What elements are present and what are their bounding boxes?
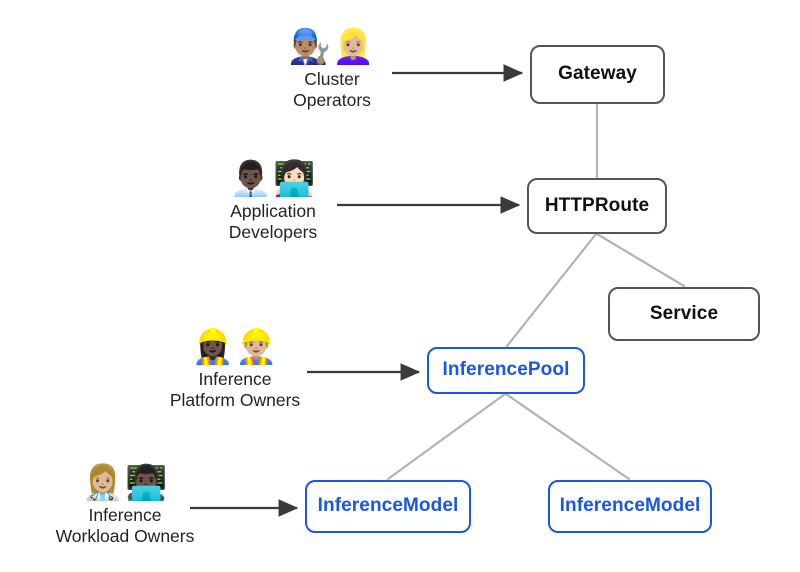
cluster-operators-icon: 👨🏽‍🔧👱🏼‍♀️ [288,27,376,67]
node-httproute-label: HTTPRoute [544,194,650,216]
persona-inference-workload-owners: 👩🏼‍⚕️👨🏿‍💻 Inference Workload Owners [55,463,195,548]
persona-inference-workload-owners-line1: Inference [88,504,162,525]
node-httproute[interactable]: HTTPRoute [527,178,667,234]
application-developers-icon: 👨🏿‍💼👩🏻‍💻 [229,159,317,199]
persona-cluster-operators-line2: Operators [293,90,371,111]
persona-cluster-operators: 👨🏽‍🔧👱🏼‍♀️ Cluster Operators [276,27,388,112]
persona-inference-platform-owners: 👷🏿‍♀️👷🏼‍♂️ Inference Platform Owners [166,327,304,412]
edge-httproute-inferencepool [505,232,598,348]
persona-application-developers-line2: Developers [228,222,318,243]
node-inferencemodel-2[interactable]: InferenceModel [548,480,712,533]
node-inferencemodel-1-label: InferenceModel [317,495,459,517]
persona-application-developers: 👨🏿‍💼👩🏻‍💻 Application Developers [212,159,334,244]
persona-application-developers-label: Application Developers [229,201,318,244]
inference-platform-owners-icon: 👷🏿‍♀️👷🏼‍♂️ [191,327,279,367]
edge-inferencepool-inferencemodel1 [386,392,507,481]
node-inferencemodel-2-label: InferenceModel [559,495,701,517]
node-inferencepool[interactable]: InferencePool [427,347,585,394]
persona-inference-platform-owners-line2: Platform Owners [169,390,301,411]
inference-workload-owners-icon: 👩🏼‍⚕️👨🏿‍💻 [81,463,169,503]
node-service[interactable]: Service [608,287,760,341]
node-inferencemodel-1[interactable]: InferenceModel [305,480,471,533]
edge-httproute-service [595,232,686,288]
persona-application-developers-line1: Application [230,200,316,221]
node-gateway-label: Gateway [558,63,637,85]
persona-cluster-operators-label: Cluster Operators [293,69,371,112]
node-inferencepool-label: InferencePool [442,359,570,381]
persona-inference-platform-owners-label: Inference Platform Owners [170,369,300,412]
persona-inference-workload-owners-label: Inference Workload Owners [56,505,195,548]
edge-inferencepool-inferencemodel2 [504,392,631,481]
persona-inference-workload-owners-line2: Workload Owners [55,526,195,547]
node-gateway[interactable]: Gateway [530,45,665,104]
node-service-label: Service [649,302,719,324]
persona-cluster-operators-line1: Cluster [304,68,360,89]
persona-inference-platform-owners-line1: Inference [198,368,272,389]
